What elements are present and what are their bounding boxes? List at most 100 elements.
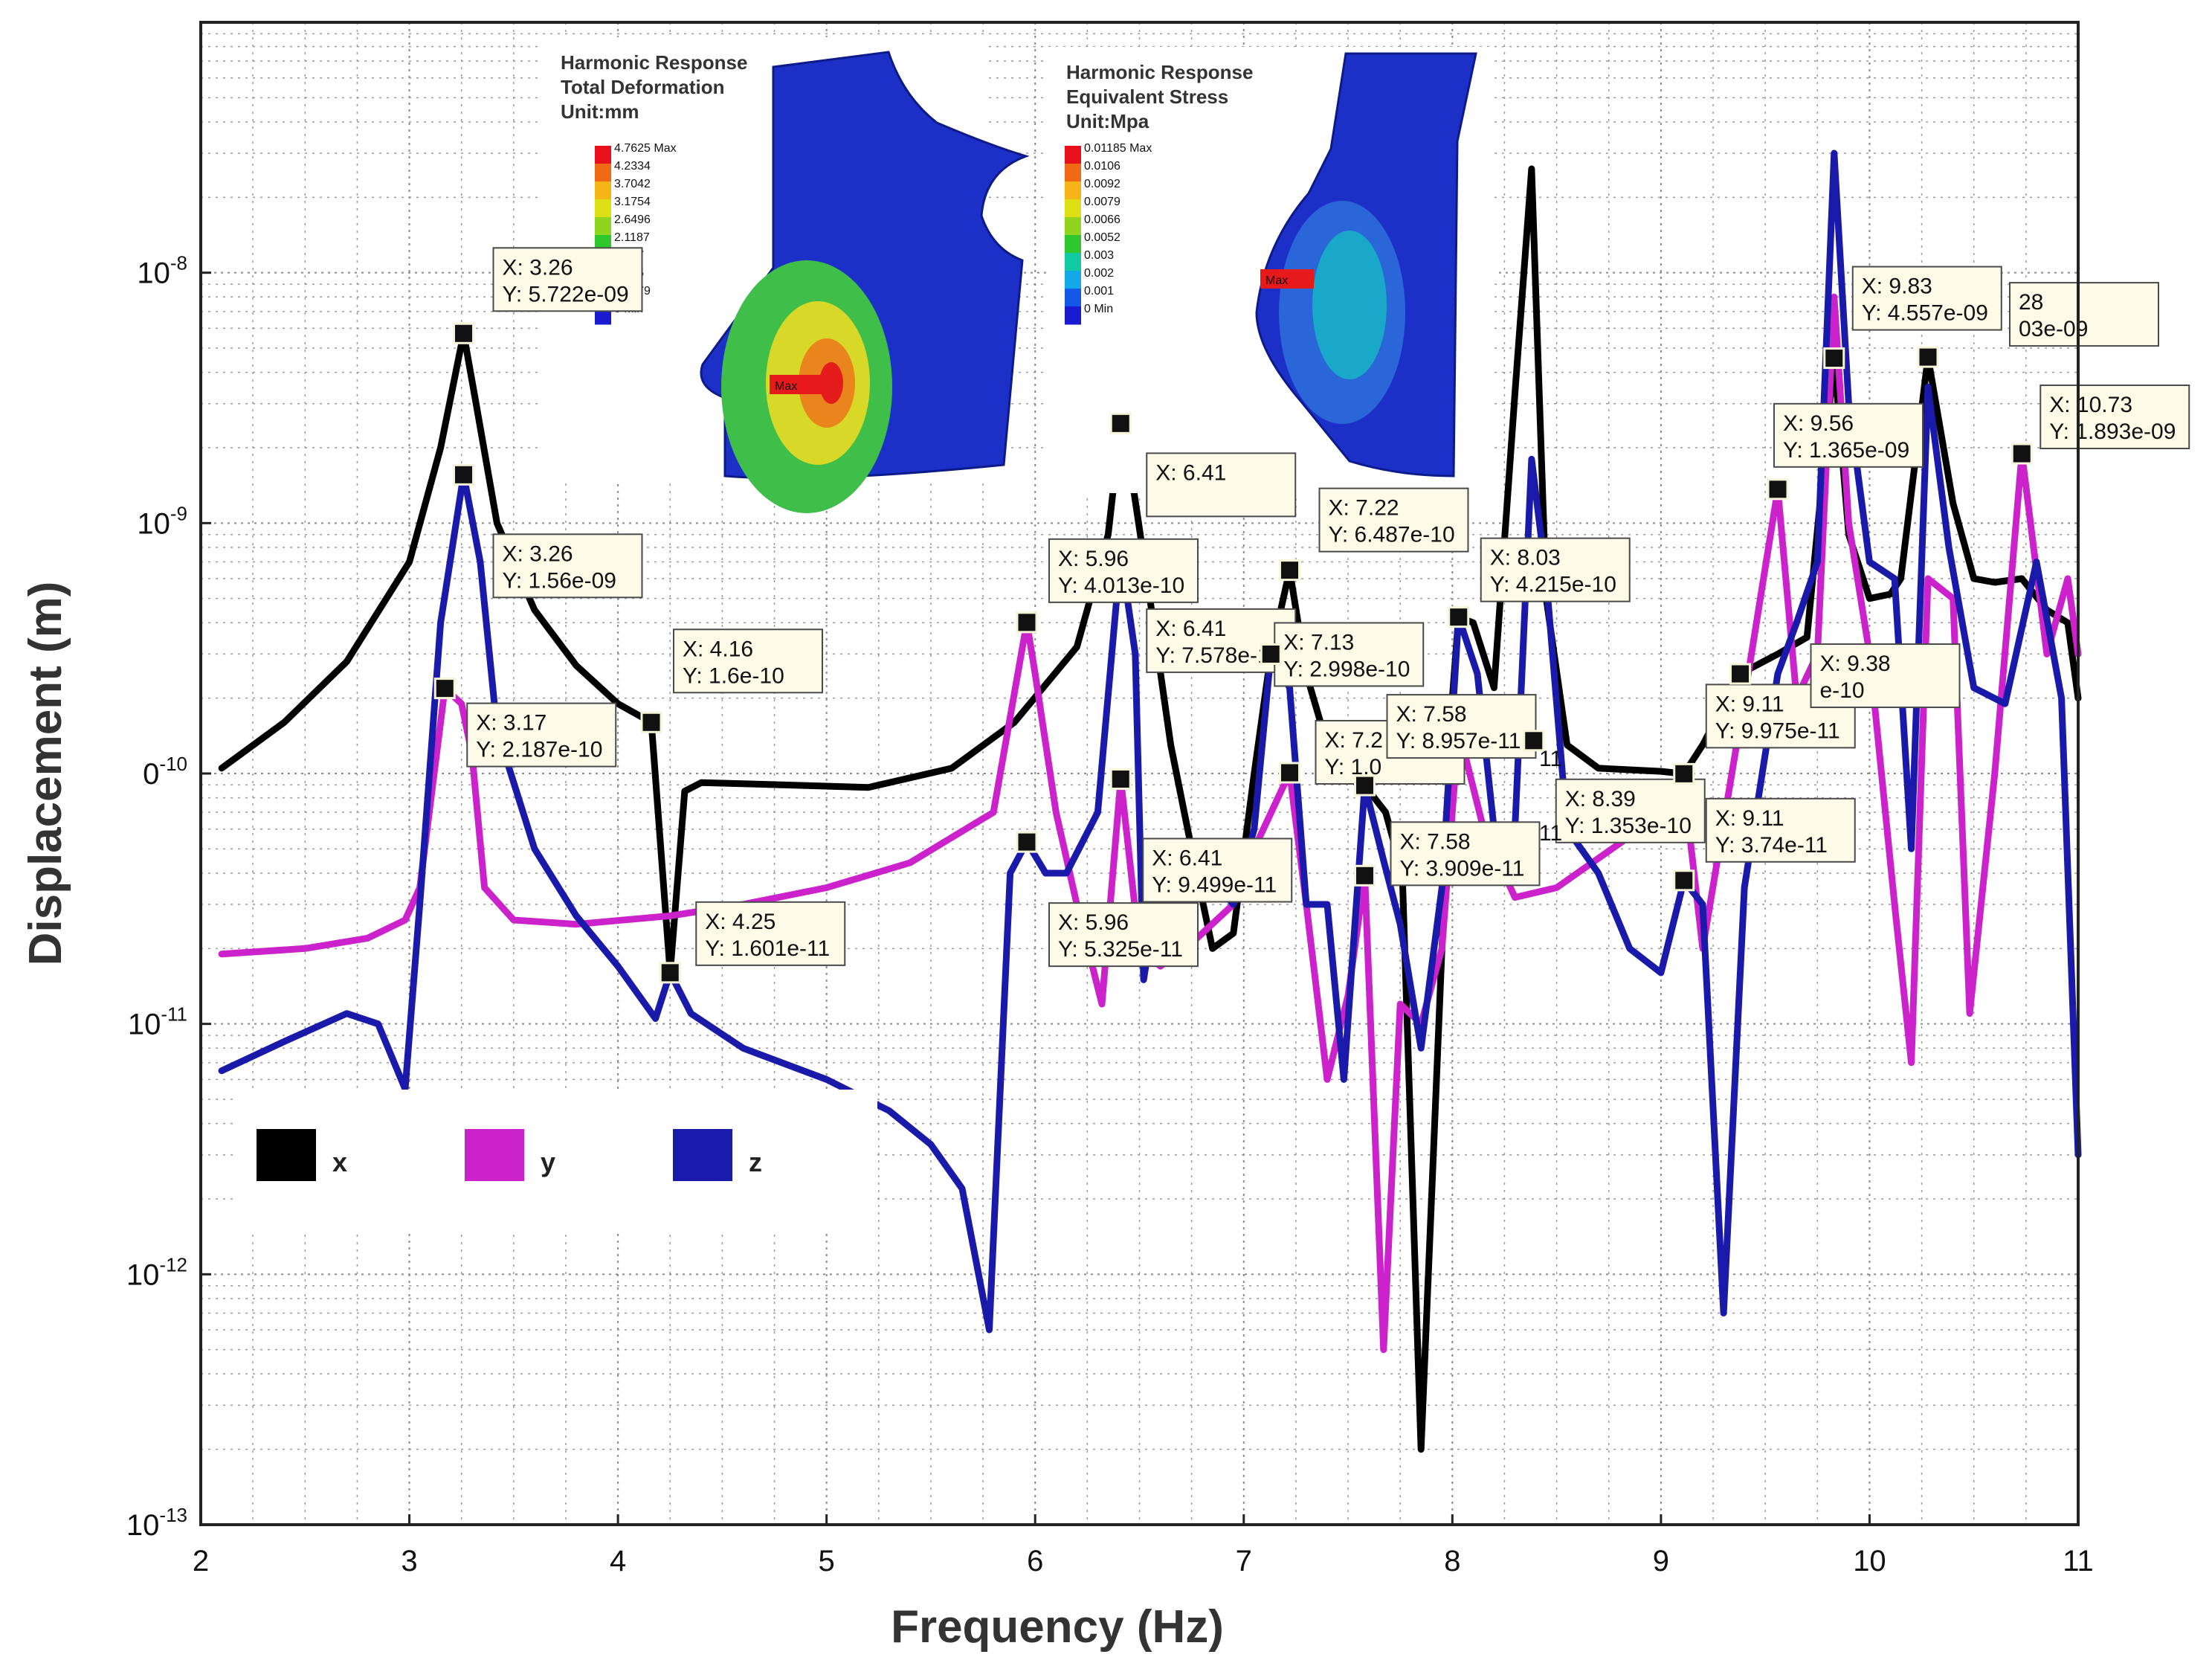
legend-swatch-x — [257, 1129, 316, 1181]
y-tick-label: 10-8 — [137, 252, 187, 290]
data-tip-x-value: X: 7.2 — [1325, 728, 1383, 753]
data-tip-x-value: X: 9.38 — [1820, 652, 1891, 676]
colorbar-label: 0.002 — [1084, 267, 1114, 280]
colorbar-label: 4.2334 — [614, 160, 651, 173]
data-tip-y-value: Y: 4.557e-09 — [1862, 301, 1988, 326]
data-tip-box — [1555, 778, 1706, 843]
legend-label-z: z — [749, 1147, 762, 1177]
data-tip-marker — [1673, 762, 1695, 785]
data-tip-marker — [1109, 768, 1132, 791]
data-tip-y-value: Y: 1.353e-10 — [1565, 814, 1692, 838]
data-tip-x-value: X: 8.39 — [1565, 787, 1636, 811]
colorbar-segment — [1065, 181, 1081, 200]
data-tip: X: 3.26Y: 1.56e-09 — [453, 463, 643, 599]
data-tip-marker — [1279, 762, 1300, 784]
data-tip-marker — [1729, 663, 1751, 685]
colorbar-label: 2.6496 — [614, 213, 651, 226]
colorbar-segment — [1065, 235, 1081, 254]
data-tip-marker — [1109, 412, 1132, 434]
data-tip-x-value: X: 5.96 — [1058, 547, 1129, 571]
legend-label-x: x — [332, 1147, 347, 1177]
colorbar-segment — [1065, 253, 1081, 271]
colorbar-label: 0.01185 Max — [1084, 142, 1152, 155]
colorbar-segment — [1065, 199, 1081, 218]
data-tip-y-value: Y: 1.893e-09 — [2049, 419, 2176, 444]
x-tick-label: 8 — [1444, 1545, 1460, 1577]
data-tip-x-value: X: 3.17 — [476, 711, 546, 736]
overlapped-fragment: 11 — [1539, 821, 1562, 846]
stress-cavity-inner — [1312, 231, 1387, 379]
data-tip-y-value: e-10 — [1820, 678, 1865, 703]
data-tip: X: 9.83Y: 4.557e-09 — [1823, 266, 2002, 370]
data-tip-y-value: Y: 2.998e-10 — [1283, 657, 1410, 681]
data-tip-x-value: X: 6.41 — [1155, 460, 1226, 485]
data-tip-x-value: X: 7.58 — [1396, 702, 1467, 727]
data-tip-marker — [1673, 869, 1695, 892]
max-marker — [770, 375, 828, 394]
data-tip-x-value: X: 3.26 — [503, 255, 573, 280]
data-tip: X: 5.96Y: 5.325e-11 — [1016, 831, 1199, 968]
data-tip-y-value: Y: 5.722e-09 — [503, 282, 629, 306]
max-marker-label: Max — [775, 380, 797, 393]
data-tip-marker — [1448, 606, 1470, 628]
data-tip-y-value: Y: 1.56e-09 — [503, 568, 616, 593]
y-tick-exponent: -11 — [161, 1003, 187, 1026]
data-tip-box — [1048, 902, 1199, 968]
colorbar-segment — [595, 181, 611, 200]
inset-title-line: Unit:mm — [561, 100, 639, 123]
data-tip-marker — [1823, 347, 1845, 370]
data-tip-box — [1386, 694, 1537, 759]
x-tick-label: 5 — [819, 1545, 835, 1577]
data-tip: X: 9.56Y: 1.365e-09 — [1767, 402, 1924, 501]
data-tip-box — [1390, 821, 1541, 887]
x-tick-label: 10 — [1853, 1545, 1886, 1577]
data-tip: X: 4.25Y: 1.601e-11 — [659, 901, 846, 984]
x-tick-label: 7 — [1236, 1545, 1252, 1577]
y-tick-mantissa: 10 — [137, 507, 170, 540]
data-tip-y-value: Y: 3.909e-11 — [1400, 856, 1525, 881]
data-tip-y-value: Y: 9.499e-11 — [1152, 873, 1277, 898]
x-tick-label: 3 — [401, 1545, 417, 1577]
data-tips-layer: X: 3.26Y: 5.722e-09 X: 3.26Y: 1.56e-09 X: … — [433, 247, 2190, 984]
data-tip-x-value: X: 9.83 — [1862, 274, 1932, 299]
data-tip-marker — [1016, 611, 1038, 634]
colorbar-segment — [595, 146, 611, 164]
data-tip-y-value: Y: 3.74e-11 — [1715, 833, 1828, 858]
data-tip-box — [673, 628, 823, 694]
data-tip-marker — [1767, 478, 1789, 501]
data-tip-marker — [453, 463, 474, 486]
data-tip-x-value: X: 4.25 — [705, 910, 776, 934]
colorbar-label: 0.003 — [1084, 249, 1114, 262]
data-tip-box — [1773, 402, 1924, 468]
data-tip-box — [466, 702, 617, 768]
colorbar-segment — [1065, 289, 1081, 307]
data-tip-y-value: Y: 1.365e-09 — [1783, 438, 1909, 463]
data-tip: X: 6.41 — [1109, 412, 1297, 518]
colorbar-segment — [595, 164, 611, 182]
data-tip-box — [1810, 643, 1961, 709]
data-tip-y-value: Y: 1.6e-10 — [683, 663, 784, 688]
data-tip-box — [492, 247, 643, 312]
data-tip: X: 9.38e-10 — [1729, 643, 1961, 709]
y-tick-exponent: -12 — [159, 1253, 187, 1276]
colorbar-label: 0.0066 — [1084, 213, 1120, 226]
data-tip: X: 10.73Y: 1.893e-09 — [2011, 385, 2190, 465]
inset-title-line: Unit:Mpa — [1066, 110, 1149, 132]
colorbar-segment — [1065, 271, 1081, 289]
data-tip-x-value: X: 6.41 — [1155, 617, 1226, 641]
data-tip: X: 7.13Y: 2.998e-10 — [1260, 622, 1425, 687]
y-tick-exponent: -10 — [159, 753, 187, 775]
x-tick-label: 6 — [1027, 1545, 1043, 1577]
data-tip-box — [2009, 282, 2159, 347]
data-tip-x-value: 28 — [2019, 290, 2043, 315]
data-tip-y-value: 03e-09 — [2019, 317, 2088, 341]
y-tick-mantissa: 10 — [137, 257, 170, 290]
data-tip-marker — [1523, 730, 1545, 752]
colorbar-label: 0.0092 — [1084, 178, 1120, 190]
data-tip-marker — [2011, 443, 2033, 465]
y-tick-mantissa: 10 — [128, 1009, 161, 1041]
